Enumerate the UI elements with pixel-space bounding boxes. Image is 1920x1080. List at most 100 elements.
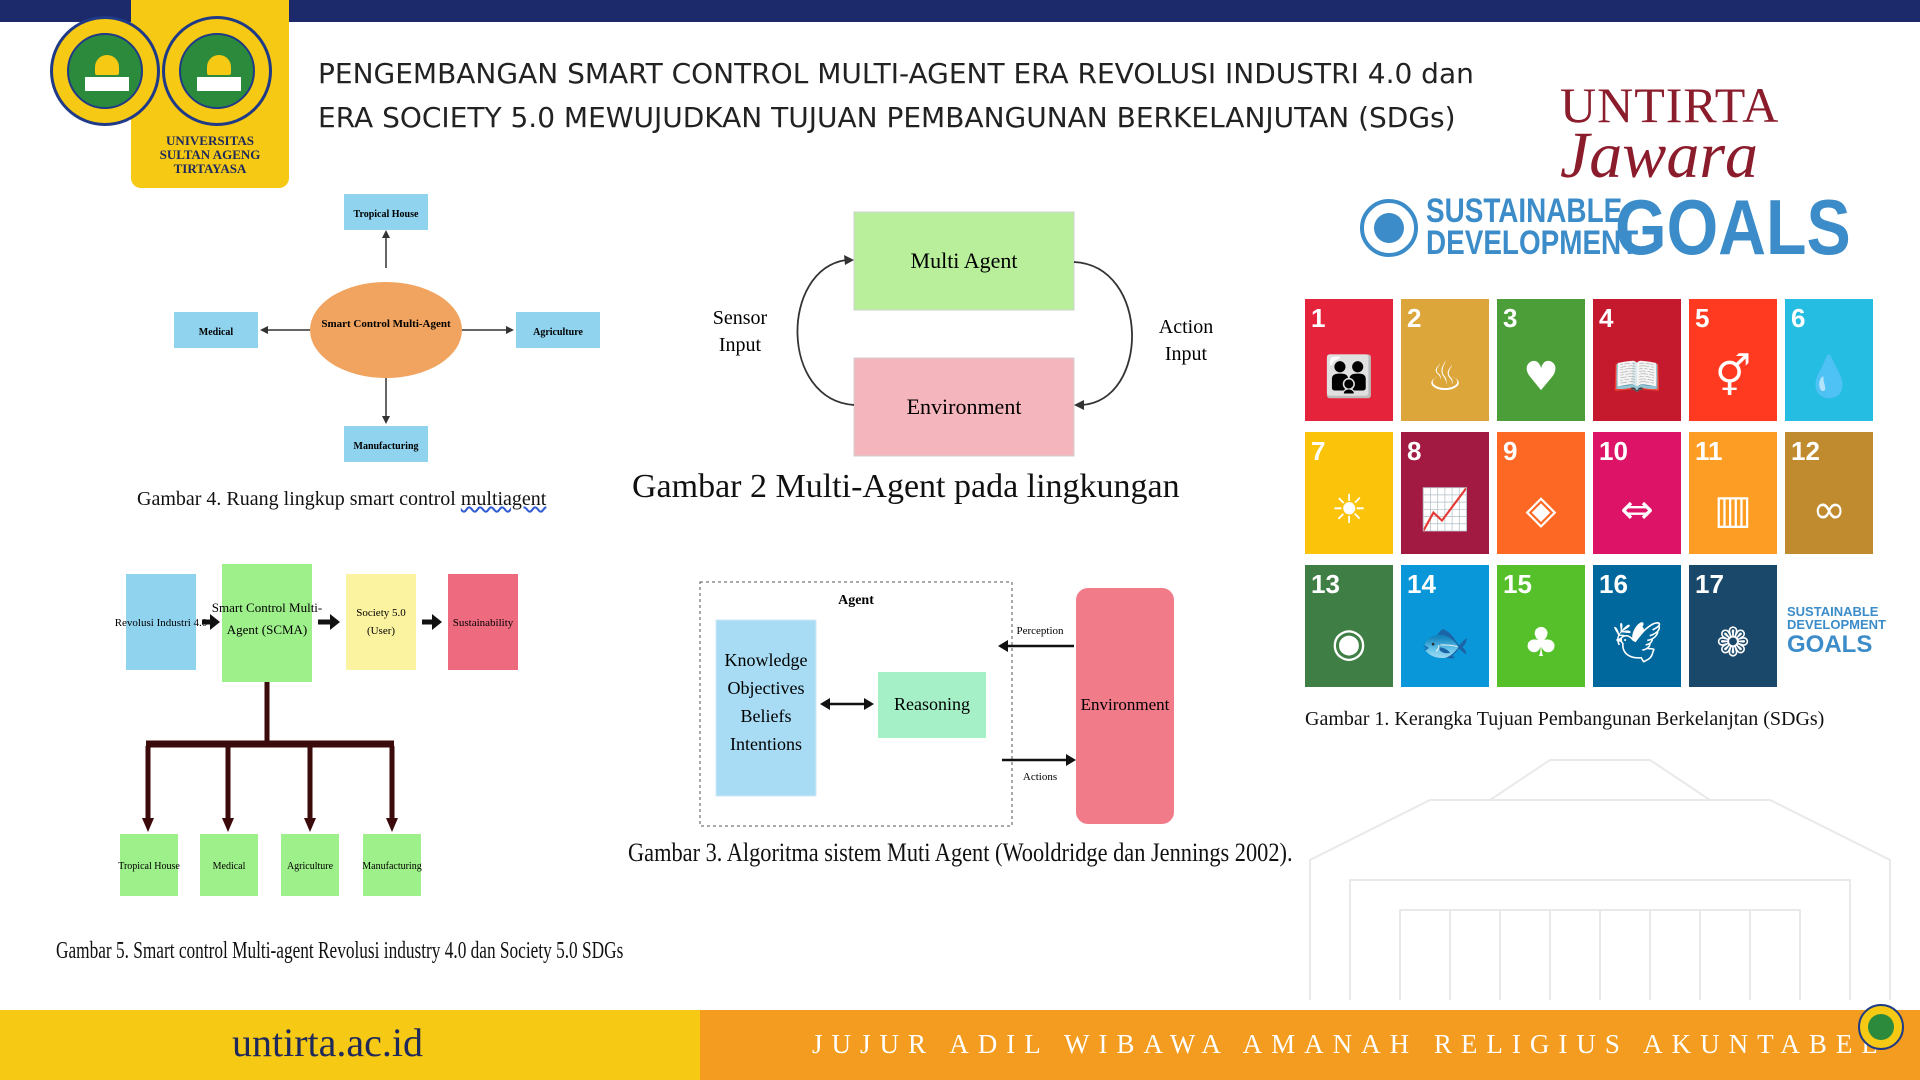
figure-4-caption: Gambar 4. Ruang lingkup smart control mu… xyxy=(137,488,547,510)
flower-rings-icon: ❁ xyxy=(1716,620,1750,666)
footer-url: untirta.ac.id xyxy=(232,1020,424,1065)
sdg-tile-17: 17 ❁ xyxy=(1689,565,1777,687)
figure-5-caption: Gambar 5. Smart control Multi-agent Revo… xyxy=(56,938,624,964)
fig5-leaf-manufacturing xyxy=(363,834,421,896)
fig3-environment-label: Environment xyxy=(1081,695,1170,714)
sdg-tile-number: 16 xyxy=(1599,569,1628,599)
figure-2-diagram: Multi Agent Environment Sensor Input Act… xyxy=(713,211,1213,457)
un-emblem-icon xyxy=(1360,199,1418,257)
sdg-tile-number: 17 xyxy=(1695,569,1724,599)
fig2-env-box xyxy=(853,357,1075,457)
sdg-tile-number: 4 xyxy=(1599,303,1614,333)
fig5-box-sustainability xyxy=(448,574,518,670)
title-line-1: PENGEMBANGAN SMART CONTROL MULTI-AGENT E… xyxy=(318,57,1474,90)
fig2-sensor-label-2: Input xyxy=(719,334,762,356)
fig3-reasoning-label: Reasoning xyxy=(894,694,970,714)
sdg-tile-number: 3 xyxy=(1503,303,1518,333)
cubes-icon: ◈ xyxy=(1525,487,1557,533)
brand-jawara: Jawara xyxy=(1560,119,1758,192)
fig5-label-revolusi: Revolusi Industri 4.0 xyxy=(115,617,208,629)
fig5-leaf-label: Tropical House xyxy=(118,861,180,872)
sdg-tile-5: 5⚥ xyxy=(1689,299,1777,421)
sdg-tile-2: 2♨ xyxy=(1401,299,1489,421)
eye-globe-icon: ◉ xyxy=(1331,620,1367,666)
untirta-jawara-logo: UNTIRTA Jawara xyxy=(1560,77,1820,192)
equality-icon: ⇔ xyxy=(1620,487,1654,533)
sdg-header: SUSTAINABLE DEVELOPMENT GOALS xyxy=(1360,188,1851,275)
sdg-tile-number: 13 xyxy=(1311,569,1340,599)
sdg-tile-16: 16🕊 xyxy=(1593,565,1681,687)
fig3-reasoning-box xyxy=(878,672,986,738)
top-bar xyxy=(0,0,1920,22)
sdg-tile-10: 10 ⇔ xyxy=(1593,432,1681,554)
fig3-kobi-objectives: Objectives xyxy=(728,678,805,698)
city-icon: ▥ xyxy=(1714,487,1752,533)
water-icon: 💧 xyxy=(1804,354,1854,400)
footer-motto: JUJUR ADIL WIBAWA AMANAH RELIGIUS AKUNTA… xyxy=(812,1029,1887,1059)
fig3-kobi-beliefs: Beliefs xyxy=(741,706,792,726)
sdg-tile-8: 8📈 xyxy=(1401,432,1489,554)
fig2-agent-box xyxy=(853,211,1075,311)
sdg-tile-number: 11 xyxy=(1695,436,1723,466)
fig3-kobi-knowledge: Knowledge xyxy=(725,650,808,670)
university-seal-icon xyxy=(50,16,160,126)
sdg-tile-number: 8 xyxy=(1407,436,1422,466)
sdg-tiles-grid: 1👪2♨3♥4📖5⚥6💧7☀8📈9◈10⇔11▥12∞13◉14🐟15♣16🕊1… xyxy=(1305,299,1886,687)
fig5-leaf-medical xyxy=(200,834,258,896)
fig5-leaf-label: Medical xyxy=(213,861,246,872)
sdg-tile-number: 7 xyxy=(1311,436,1326,466)
infinity-icon: ∞ xyxy=(1812,487,1846,533)
heartbeat-icon: ♥ xyxy=(1523,354,1559,400)
fish-icon: 🐟 xyxy=(1420,620,1470,666)
sdg-tile-1: 1👪 xyxy=(1305,299,1393,421)
sdg-tile-number: 9 xyxy=(1503,436,1518,466)
figure-4-diagram: Tropical House Smart Control Multi-Agent… xyxy=(174,194,600,462)
tree-icon: ♣ xyxy=(1523,620,1559,666)
fig5-leaf-label: Manufacturing xyxy=(362,861,421,872)
sdg-tile-number: 2 xyxy=(1407,303,1422,333)
sdg-tile-number: 1 xyxy=(1311,303,1326,333)
sdg-tile-number: 12 xyxy=(1791,436,1820,466)
sdg-tile-13: 13 ◉ xyxy=(1305,565,1393,687)
figure-3-caption: Gambar 3. Algoritma sistem Muti Agent (W… xyxy=(628,838,1293,867)
fig4-label-right: Agriculture xyxy=(533,327,583,338)
footer-right-band xyxy=(700,1010,1920,1080)
fig5-label-scma-1: Smart Control Multi- xyxy=(212,600,323,615)
fig5-box-scma xyxy=(222,564,312,682)
fig5-box-society xyxy=(346,574,416,670)
fig2-env-label: Environment xyxy=(907,394,1022,419)
figure-1-caption: Gambar 1. Kerangka Tujuan Pembangunan Be… xyxy=(1305,708,1825,730)
sdg-tile-4: 4📖 xyxy=(1593,299,1681,421)
sdg-tile-15: 15♣ xyxy=(1497,565,1585,687)
fig3-kobi-box xyxy=(715,619,817,797)
fig4-box-right xyxy=(516,312,600,348)
fig5-box-revolusi xyxy=(126,574,196,670)
fig5-label-society-1: Society 5.0 xyxy=(356,607,406,619)
sdg-tile-number: 6 xyxy=(1791,303,1806,333)
fig2-action-label-1: Action xyxy=(1159,316,1213,338)
fig2-action-label-2: Input xyxy=(1165,343,1208,365)
figure-2-caption: Gambar 2 Multi-Agent pada lingkungan xyxy=(632,468,1180,505)
fig4-box-top xyxy=(344,194,428,230)
footer-seal-icon xyxy=(1858,1004,1904,1050)
fig3-actions-label: Actions xyxy=(1023,771,1057,783)
sdg-header-text: SUSTAINABLE DEVELOPMENT xyxy=(1426,192,1639,262)
university-seal-icon xyxy=(162,16,272,126)
fig4-box-bottom xyxy=(344,426,428,462)
fig3-agent-label: Agent xyxy=(838,593,874,608)
fig2-sensor-label-1: Sensor xyxy=(713,307,768,329)
footer-left-band xyxy=(0,1010,700,1080)
fig4-label-top: Tropical House xyxy=(354,209,419,220)
growth-chart-icon: 📈 xyxy=(1420,487,1470,533)
sdg-tile-14: 14🐟 xyxy=(1401,565,1489,687)
sdg-tile-number: 5 xyxy=(1695,303,1710,333)
fig5-leaf-tropical xyxy=(120,834,178,896)
fig4-label-left: Medical xyxy=(199,327,234,338)
fig5-label-scma-2: Agent (SCMA) xyxy=(227,622,308,637)
brand-untirta: UNTIRTA xyxy=(1560,77,1780,133)
sdg-tile-number: 10 xyxy=(1599,436,1628,466)
fig5-label-sustainability: Sustainability xyxy=(453,617,514,629)
sdg-tile-7: 7☀ xyxy=(1305,432,1393,554)
title-line-2: ERA SOCIETY 5.0 MEWUJUDKAN TUJUAN PEMBAN… xyxy=(318,101,1456,134)
